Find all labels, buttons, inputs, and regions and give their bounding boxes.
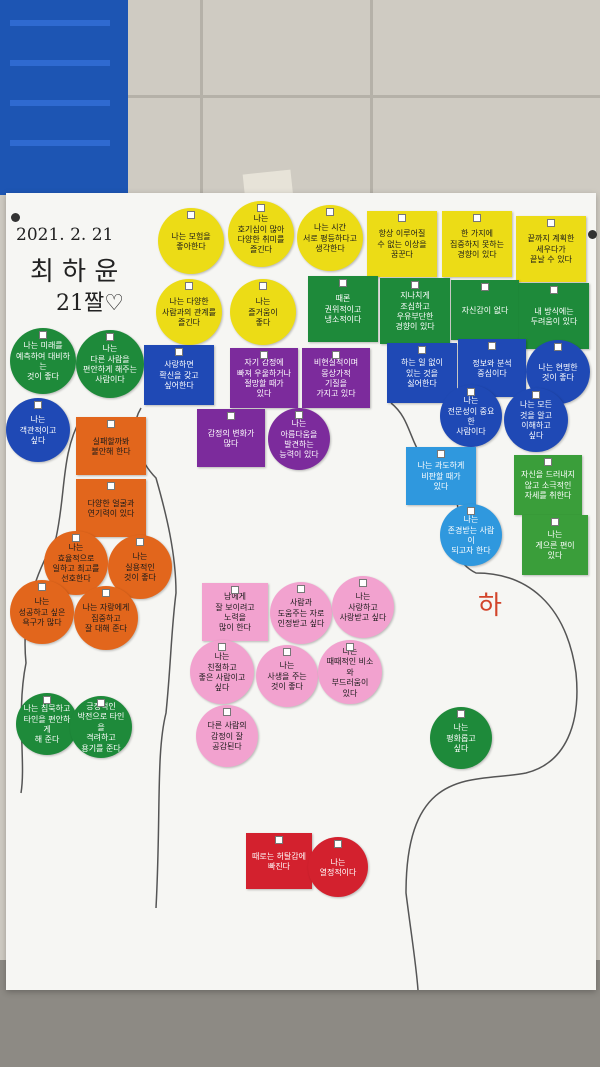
poster-paper: 2021. 2. 21 최 하 윤 21짤♡ 하 나는 모험을 좋아한다 나는 … bbox=[6, 193, 597, 990]
note-39: 나는 사생을 주는 것이 좋다 bbox=[256, 645, 318, 707]
note-33: 나는 성공하고 싶은 욕구가 많다 bbox=[10, 580, 74, 644]
note-26: 나는 과도하게 비판할 때가 있다 bbox=[406, 447, 476, 505]
note-22: 나는 아름다움을 발견하는 능력이 있다 bbox=[268, 408, 330, 470]
note-6: 나는 다양한 사람과의 관계를 즐긴다 bbox=[156, 279, 222, 345]
note-36: 사람과 도움주는 자로 인정받고 싶다 bbox=[270, 582, 332, 644]
pin-icon bbox=[588, 230, 597, 239]
note-11: 내 방식에는 두려움이 있다 bbox=[519, 283, 589, 349]
note-15: 자기 감정에 빠져 우울하거나 절망할 때가 있다 bbox=[230, 348, 298, 408]
note-7: 나는 즐거움이 좋다 bbox=[230, 279, 296, 345]
note-43: 긍정적인 박전으로 타인을 격려하고 용기를 준다 bbox=[70, 696, 132, 758]
note-10: 자신감이 없다 bbox=[451, 280, 519, 340]
note-16: 비현실적이며 몽상가적 기질을 가지고 있다 bbox=[302, 348, 370, 408]
note-17: 하는 일 없이 있는 것을 싫어한다 bbox=[387, 343, 457, 403]
note-24: 나는 모든 것을 알고 이해하고 싶다 bbox=[504, 388, 568, 452]
name-text: 최 하 윤 bbox=[30, 257, 119, 287]
note-20: 나는 객관적이고 싶다 bbox=[6, 398, 70, 462]
note-12: 나는 미래를 예측하여 대비하는 것이 좋다 bbox=[10, 328, 76, 394]
note-3: 항상 이루어질 수 없는 이상을 꿈꾼다 bbox=[367, 211, 437, 277]
note-23: 나는 전문성이 중요한 사람이다 bbox=[440, 385, 502, 447]
note-44: 나는 평화롭고 싶다 bbox=[430, 707, 492, 769]
blue-banner bbox=[0, 0, 128, 195]
note-1: 나는 호기심이 많아 다양한 취미를 즐긴다 bbox=[228, 201, 294, 267]
note-25: 실패할까봐 불안해 한다 bbox=[76, 417, 146, 475]
note-42: 나는 침묵하고 타인을 편안하게 해 준다 bbox=[16, 693, 78, 755]
margin-mark: 하 bbox=[478, 591, 502, 621]
note-34: 나는 자랑에게 집중하고 잘 대해 준다 bbox=[74, 586, 138, 650]
note-41: 다른 사람의 감정이 잘 공감된다 bbox=[196, 705, 258, 767]
note-14: 사랑하면 확신을 갖고 싶어한다 bbox=[144, 345, 214, 405]
note-29: 나는 존경받는 사람이 되고자 한다 bbox=[440, 504, 502, 566]
note-27: 자신을 드러내지 않고 소극적인 자세를 취한다 bbox=[514, 455, 582, 515]
pin-icon bbox=[11, 213, 20, 222]
note-46: 나는 열정적이다 bbox=[308, 837, 368, 897]
note-2: 나는 시간 서로 평등하다고 생각한다 bbox=[297, 205, 363, 271]
note-35: 남에게 잘 보이려고 노력을 많이 한다 bbox=[202, 583, 268, 641]
note-4: 한 가지에 집중하지 못하는 경향이 있다 bbox=[442, 211, 512, 277]
note-5: 끝까지 계획한 세우다가 끝날 수 있다 bbox=[516, 216, 586, 282]
note-8: 때론 권위적이고 냉소적이다 bbox=[308, 276, 378, 342]
note-21: 감정의 변화가 많다 bbox=[197, 409, 265, 467]
note-13: 나는 다른 사람을 편안하게 해주는 사람이다 bbox=[76, 330, 144, 398]
note-28: 다양한 얼굴과 연기력이 있다 bbox=[76, 479, 146, 537]
age-text: 21짤♡ bbox=[56, 291, 124, 316]
note-45: 때로는 허탈감에 빠진다 bbox=[246, 833, 312, 889]
date-text: 2021. 2. 21 bbox=[16, 225, 114, 245]
note-30: 나는 게으른 편이 있다 bbox=[522, 515, 588, 575]
note-40: 나는 때때적인 비소와 부드러움이 있다 bbox=[318, 640, 382, 704]
note-0: 나는 모험을 좋아한다 bbox=[158, 208, 224, 274]
note-38: 나는 친절하고 좋은 사람이고 싶다 bbox=[190, 640, 254, 704]
note-37: 나는 사랑하고 사랑받고 싶다 bbox=[332, 576, 394, 638]
note-9: 지나치게 조심하고 우유부단한 경향이 있다 bbox=[380, 278, 450, 344]
